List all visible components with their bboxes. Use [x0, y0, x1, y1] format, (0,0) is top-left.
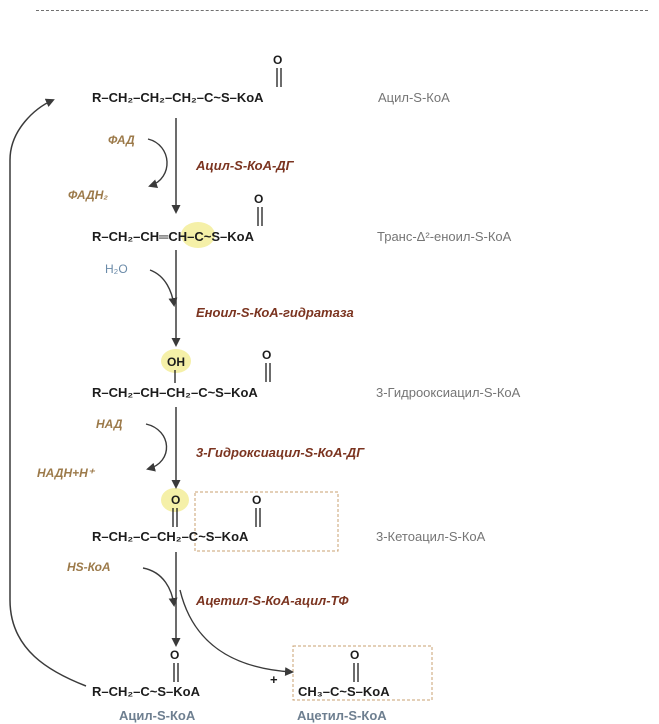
- cofactor-fadh2: ФАДН₂: [68, 188, 108, 202]
- double-bond-highlight: [181, 222, 215, 248]
- thioester-carbonyl-4: O: [252, 493, 261, 527]
- svg-text:O: O: [254, 192, 263, 206]
- formula-trans-enoyl: R–CH₂–CH═CH–C~S–KoA: [92, 229, 255, 244]
- enzyme-enoyl-coa-hydratase: Еноил-S-КоА-гидратаза: [196, 305, 354, 320]
- plus-sign: +: [270, 672, 278, 687]
- formula-acyl-coa-bottom: R–CH₂–C~S–KoA: [92, 684, 201, 699]
- top-dashed-rule: [36, 10, 648, 11]
- carbonyl-1: O: [273, 53, 282, 87]
- formula-ketoacyl: R–CH₂–C–CH₂–C~S–KoA: [92, 529, 249, 544]
- carbonyl-acetyl: O: [350, 648, 359, 682]
- cofactor-fad: ФАД: [108, 133, 135, 147]
- cofactor-nadh: НАДН+Н⁺: [37, 466, 96, 480]
- cofactor-water: H₂O: [105, 262, 128, 276]
- svg-text:OH: OH: [167, 355, 185, 369]
- name-hydroxyacyl: 3-Гидрооксиацил-S-КоА: [376, 385, 521, 400]
- acetyl-release-arrow: [179, 589, 294, 677]
- name-trans-enoyl: Транс-Δ²-еноил-S-КоА: [377, 229, 512, 244]
- name-ketoacyl: 3-Кетоацил-S-КоА: [376, 529, 486, 544]
- svg-text:O: O: [170, 648, 179, 662]
- formula-acetyl-coa: CH₃–C~S–KoA: [298, 684, 390, 699]
- cofactor-nad: НАД: [96, 417, 123, 431]
- formula-acyl-coa-top: R–CH₂–CH₂–CH₂–C~S–KoA: [92, 90, 264, 105]
- carbonyl-3: O: [262, 348, 271, 382]
- formula-hydroxyacyl: R–CH₂–CH–CH₂–C~S–KoA: [92, 385, 258, 400]
- svg-text:O: O: [262, 348, 271, 362]
- acetyl-coa-box: [292, 645, 433, 701]
- name-acyl-coa-top: Ацил-S-КоА: [378, 90, 450, 105]
- keto-oxygen-highlight: [161, 488, 189, 512]
- nad-curve-arrow: [145, 423, 168, 472]
- keto-carbonyl: O: [171, 493, 180, 527]
- cycle-return-arrow: [9, 98, 87, 687]
- name-acetyl-coa: Ацетил-S-КоА: [297, 708, 387, 723]
- carbonyl-bottom-acyl: O: [170, 648, 179, 682]
- hydroxyl-group: OH: [167, 355, 185, 383]
- cofactor-hskoa: HS-КоА: [67, 560, 111, 574]
- enzyme-thiolase: Ацетил-S-КоА-ацил-ТФ: [195, 593, 349, 608]
- water-curve-arrow: [149, 269, 178, 307]
- hydroxyl-highlight: [161, 349, 191, 373]
- svg-text:O: O: [171, 493, 180, 507]
- acetyl-fragment-box: [194, 491, 339, 552]
- name-acyl-coa-bottom: Ацил-S-КоА: [119, 708, 196, 723]
- fad-curve-arrow: [147, 138, 168, 189]
- carbonyl-2: O: [254, 192, 263, 226]
- hskoa-curve-arrow: [142, 567, 178, 607]
- svg-text:O: O: [252, 493, 261, 507]
- svg-text:O: O: [350, 648, 359, 662]
- enzyme-hydroxyacyl-coa-dehydrogenase: 3-Гидроксиацил-S-КоА-ДГ: [196, 445, 365, 460]
- enzyme-acyl-coa-dehydrogenase: Ацил-S-КоА-ДГ: [195, 158, 295, 173]
- svg-text:O: O: [273, 53, 282, 67]
